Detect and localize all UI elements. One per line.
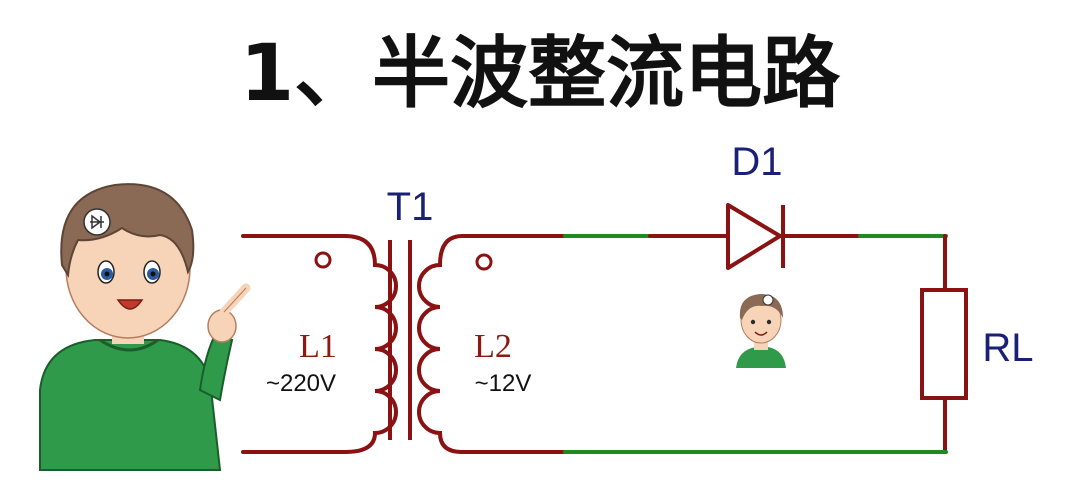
teacher-character xyxy=(39,183,251,471)
diode-d1 xyxy=(726,203,785,270)
small-avatar xyxy=(736,294,786,368)
circuit-wiring xyxy=(241,234,948,454)
load-resistor xyxy=(920,288,968,400)
secondary-dot xyxy=(475,253,493,271)
primary-dot xyxy=(314,251,332,269)
page-title: 1、半波整流电路 xyxy=(240,29,841,119)
load-label: RL xyxy=(982,326,1033,370)
transformer xyxy=(314,234,493,454)
primary-coil xyxy=(344,234,398,454)
diode-label: D1 xyxy=(731,140,782,184)
diode-badge-icon xyxy=(83,208,111,236)
transformer-label: T1 xyxy=(387,185,434,229)
secondary-label: L2 xyxy=(474,328,512,365)
primary-label: L1 xyxy=(299,328,337,365)
secondary-voltage: ~12V xyxy=(475,370,532,397)
transformer-core xyxy=(388,240,412,440)
secondary-coil xyxy=(417,234,463,454)
primary-voltage: ~220V xyxy=(266,370,336,397)
